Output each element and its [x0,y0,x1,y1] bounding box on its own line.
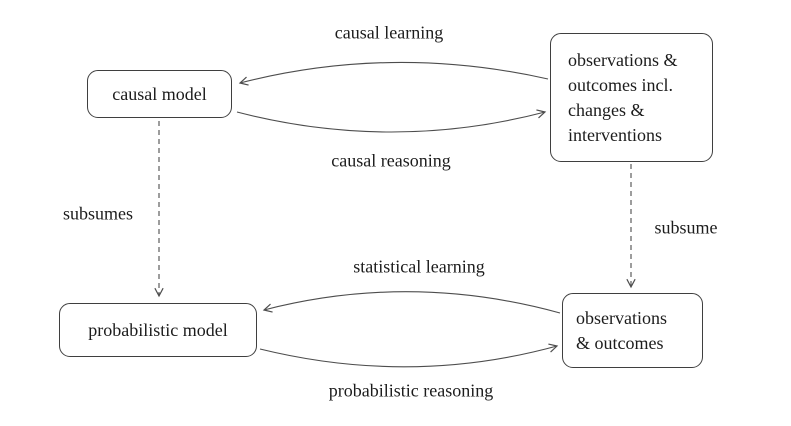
statistical-learning-arrow [262,291,561,314]
observations-outcomes-line: & outcomes [576,332,664,353]
probabilistic-reasoning-label: probabilistic reasoning [328,380,494,401]
observations-full-line: observations & [568,49,678,70]
observations-full-line: interventions [568,124,662,145]
probabilistic-reasoning-arrow [259,343,559,368]
causal-reasoning-arrow [236,109,547,133]
subsumes-left-label: subsumes [62,203,134,224]
observations-full-line: outcomes incl. [568,74,673,95]
causal-learning-arrow [238,61,549,86]
causal-reasoning-label: causal reasoning [331,150,451,171]
subsume-right-label: subsume [654,217,718,238]
probabilistic-model-box: probabilistic model [59,303,257,357]
observations-full-line: changes & [568,99,645,120]
causal-model-box: causal model [87,70,232,118]
statistical-learning-label: statistical learning [353,256,485,277]
observations-full-box: observations & outcomes incl. changes & … [550,33,713,162]
causal-model-label: causal model [112,83,207,104]
probabilistic-model-label: probabilistic model [88,319,228,340]
observations-outcomes-line: observations [576,307,667,328]
observations-outcomes-box: observations & outcomes [562,293,703,368]
causal-learning-label: causal learning [334,22,444,43]
